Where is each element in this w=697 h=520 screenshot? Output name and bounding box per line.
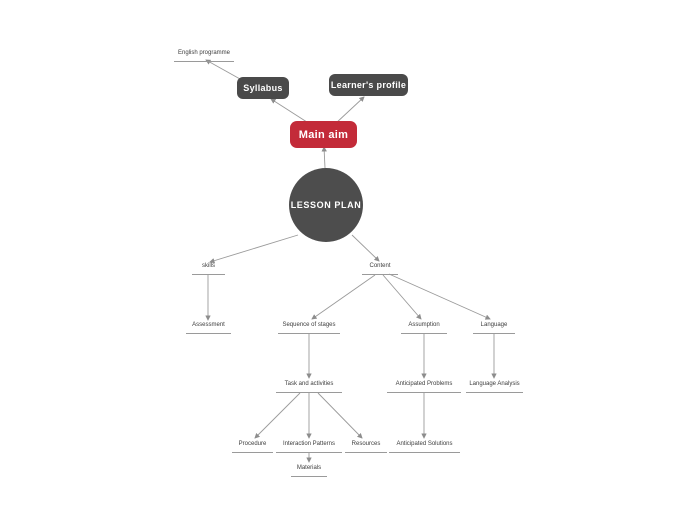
edge-content-to-assumption (382, 274, 422, 320)
edge-lesson-plan-to-skills (209, 234, 299, 264)
node-task-and-activities[interactable]: Task and activities (276, 379, 342, 393)
node-learners-profile[interactable]: Learner's profile (329, 74, 408, 96)
node-anticipated-solutions[interactable]: Anticipated Solutions (389, 439, 460, 453)
node-sequence-of-stages[interactable]: Sequence of stages (278, 320, 340, 334)
node-lesson-plan[interactable]: LESSON PLAN (289, 168, 363, 242)
edge-content-to-sequence-of-stages (311, 274, 376, 320)
edge-main-aim-to-learners-profile (334, 96, 365, 125)
node-interaction-patterns[interactable]: Interaction Patterns (276, 439, 342, 453)
node-language[interactable]: Language (473, 320, 515, 334)
node-english-programme[interactable]: English programme (174, 48, 234, 62)
node-assumption[interactable]: Assumption (401, 320, 447, 334)
node-skills[interactable]: skills (192, 261, 225, 275)
node-assessment[interactable]: Assessment (186, 320, 231, 334)
node-main-aim[interactable]: Main aim (290, 121, 357, 148)
node-resources[interactable]: Resources (345, 439, 387, 453)
node-anticipated-problems[interactable]: Anticipated Problems (387, 379, 461, 393)
edge-lesson-plan-to-main-aim (321, 146, 327, 169)
edge-content-to-language (388, 273, 491, 320)
node-content[interactable]: Content (362, 261, 398, 275)
edge-task-to-procedure (254, 392, 301, 439)
node-procedure[interactable]: Procedure (232, 439, 273, 453)
node-materials[interactable]: Materials (291, 463, 327, 477)
node-language-analysis[interactable]: Language Analysis (466, 379, 523, 393)
edge-task-to-resources (317, 392, 363, 439)
edge-lesson-plan-to-content (351, 234, 380, 262)
node-syllabus[interactable]: Syllabus (237, 77, 289, 99)
